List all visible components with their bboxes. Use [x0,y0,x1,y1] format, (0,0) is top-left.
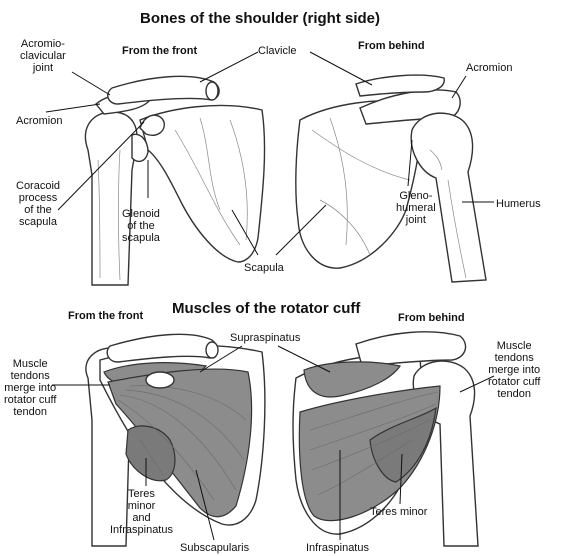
muscles-front-subtitle: From the front [68,310,143,322]
bones-front-subtitle: From the front [122,45,197,57]
bones-behind-drawing [296,75,486,282]
humerus-front [85,112,137,285]
bones-title: Bones of the shoulder (right side) [140,10,380,27]
muscles-behind-subtitle: From behind [398,312,465,324]
label-tendons-left: Muscle tendons merge into rotator cuff t… [4,358,56,418]
label-infraspinatus: Infraspinatus [306,542,369,554]
label-glenoid: Glenoid of the scapula [122,208,160,244]
label-glenohumeral: Gleno- humeral joint [396,190,436,226]
label-tendons-right: Muscle tendons merge into rotator cuff t… [488,340,540,400]
label-scapula: Scapula [244,262,284,274]
scapula-behind [296,101,421,268]
label-teres-infra: Teres minor and Infraspinatus [110,488,173,536]
label-humerus: Humerus [496,198,541,210]
label-teres-minor: Teres minor [370,506,427,518]
bones-behind-subtitle: From behind [358,40,425,52]
label-acromion-right: Acromion [466,62,512,74]
label-coracoid: Coracoid process of the scapula [16,180,60,228]
muscles-title: Muscles of the rotator cuff [172,300,360,317]
label-acromion-left: Acromion [16,115,62,127]
label-acromioclavicular: Acromio- clavicular joint [20,38,66,74]
label-clavicle: Clavicle [258,45,297,57]
label-subscapularis: Subscapularis [180,542,249,554]
bones-front-drawing [85,76,264,285]
label-supraspinatus: Supraspinatus [230,332,300,344]
